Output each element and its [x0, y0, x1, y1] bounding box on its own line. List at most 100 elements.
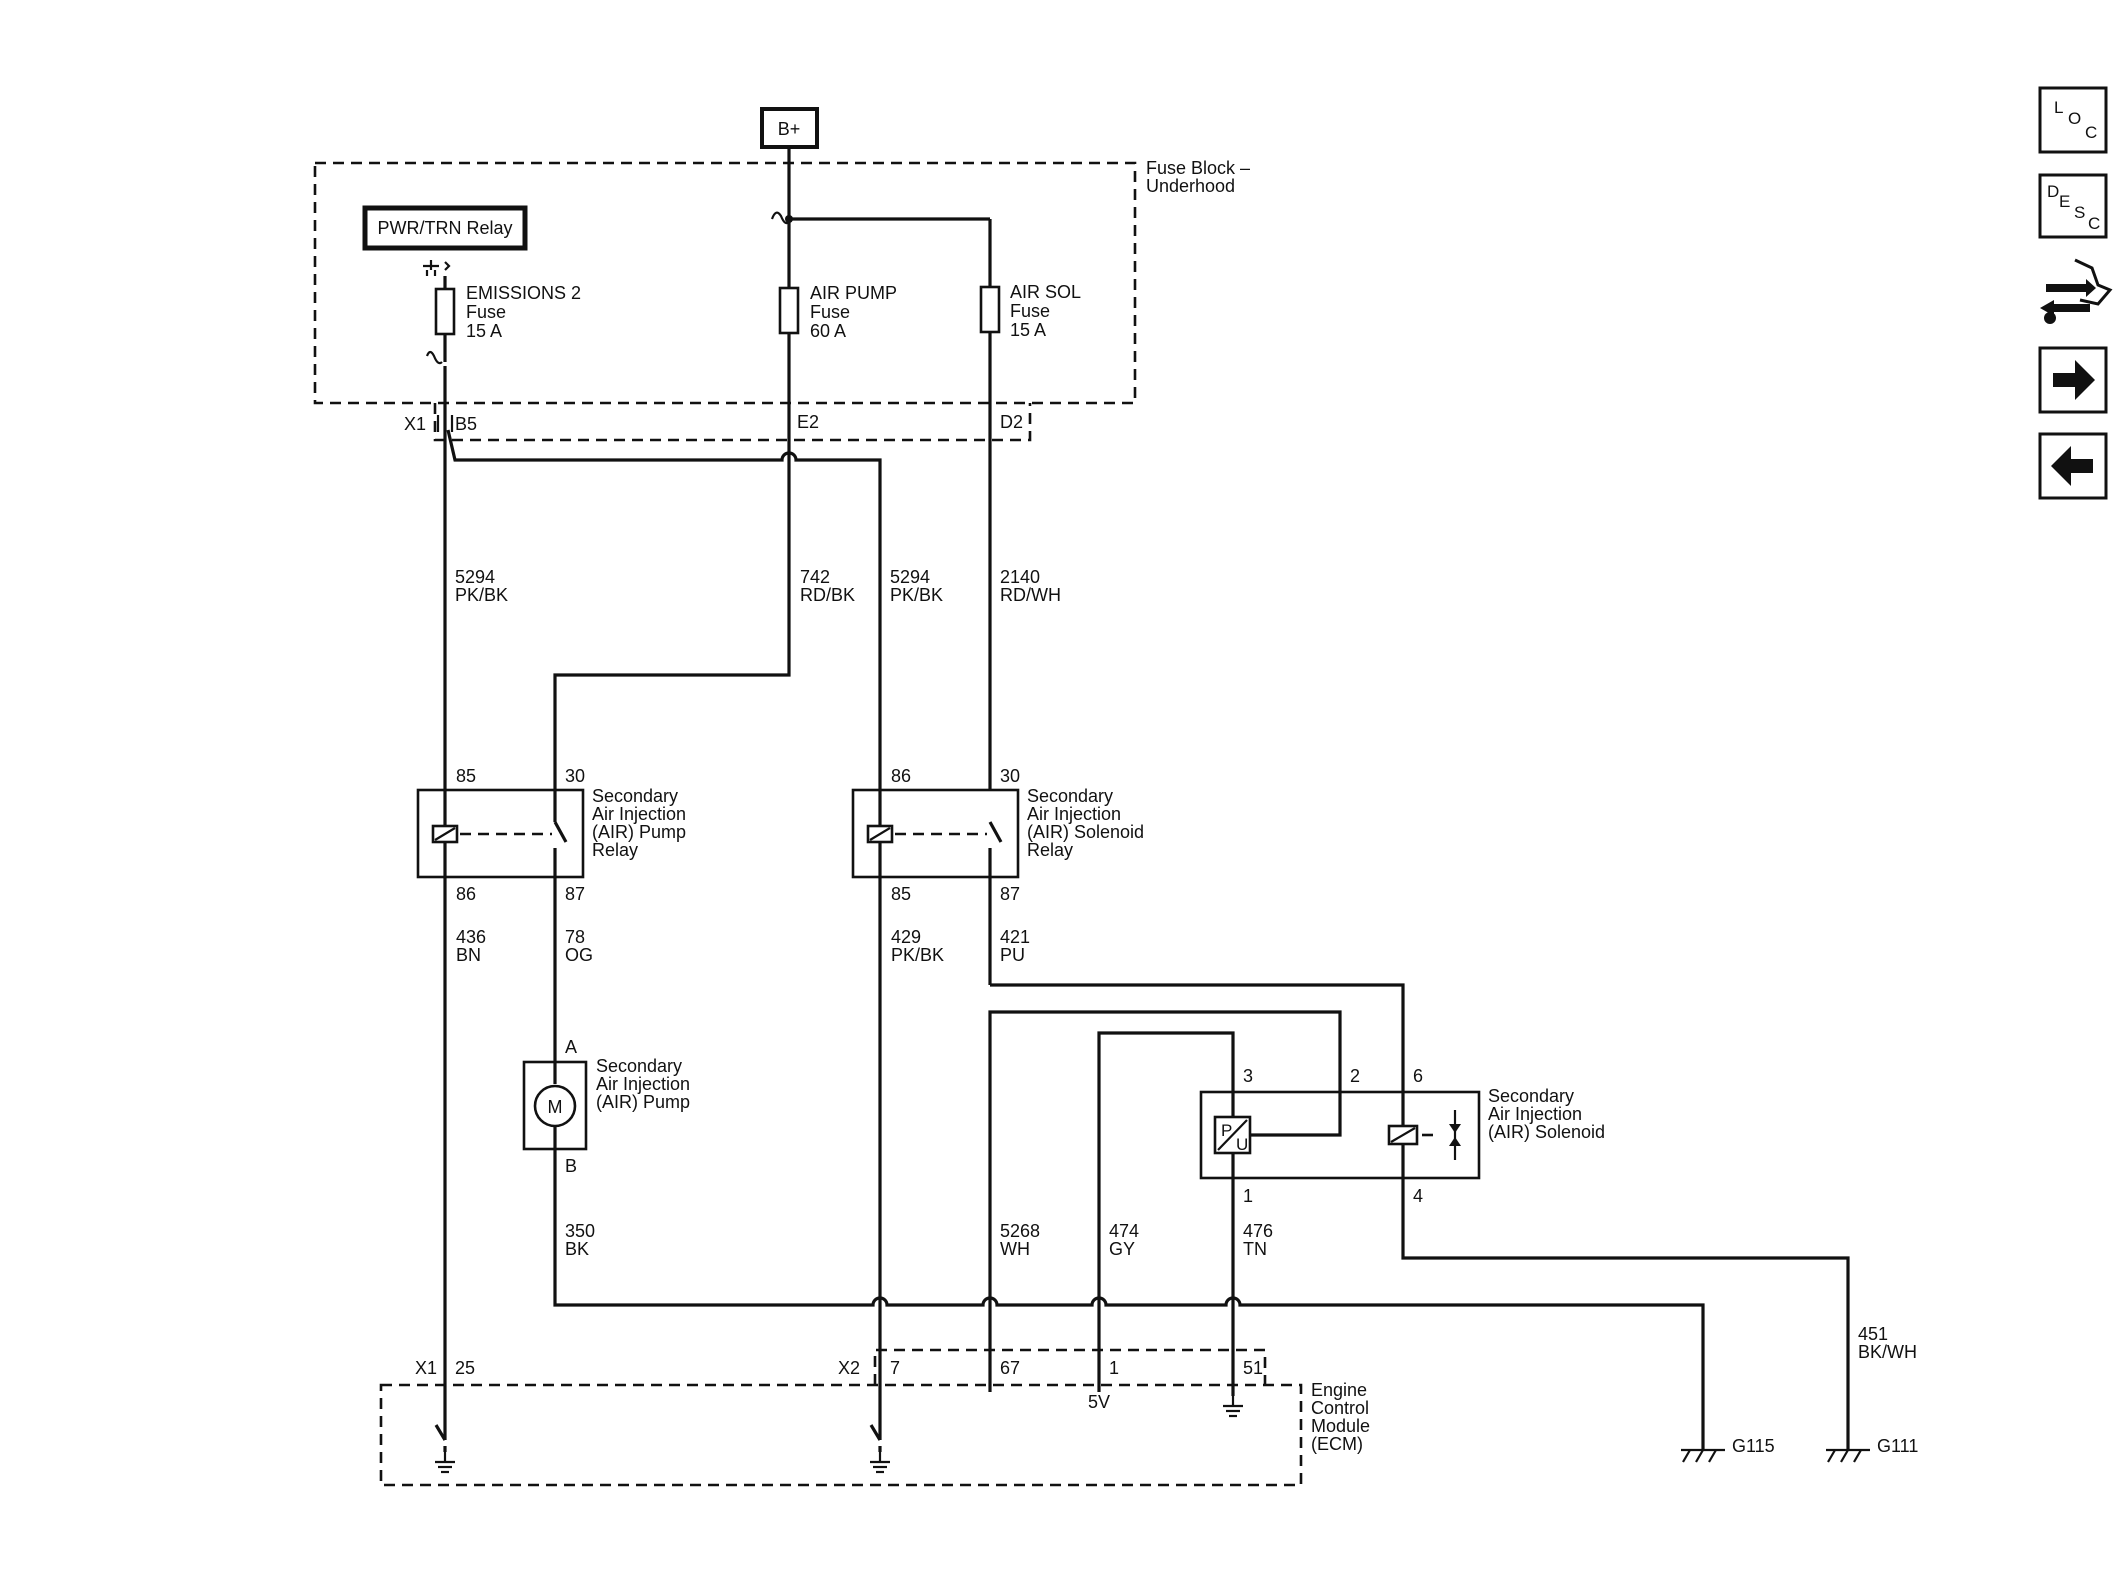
- wire-474: [1097, 1031, 1235, 1392]
- solenoid-relay-pin-87: 87: [1000, 884, 1020, 904]
- pump-relay-label-1: Secondary: [592, 786, 678, 806]
- arrow-left-icon: [2051, 446, 2093, 486]
- ground-icon: [433, 1450, 457, 1474]
- previous-page-button[interactable]: [2038, 432, 2108, 500]
- fuse-block-pin-d2: D2: [1000, 412, 1023, 432]
- air-pump-label-2: Air Injection: [596, 1074, 690, 1094]
- wire-5294-branch: [446, 429, 882, 1440]
- wire-350-number: 350: [565, 1221, 595, 1241]
- solenoid-relay-label-4: Relay: [1027, 840, 1073, 860]
- loc-letter-o: O: [2068, 109, 2081, 128]
- next-page-button[interactable]: [2038, 346, 2108, 414]
- wire-742: [553, 458, 791, 790]
- fuse-air-pump-name: AIR PUMP: [810, 283, 897, 303]
- fuse-air-sol-type: Fuse: [1010, 301, 1050, 321]
- solenoid-relay-switch-icon: [988, 821, 1003, 843]
- fuse-emissions2-rating: 15 A: [466, 321, 502, 341]
- wire-451: [1401, 1178, 1850, 1450]
- fuse-air-pump-rating: 60 A: [810, 321, 846, 341]
- desc-letter-e: E: [2059, 192, 2070, 211]
- loc-letter-c: C: [2085, 123, 2097, 142]
- fuse-block-x1-name: X1: [404, 414, 426, 434]
- wire-5268-color: WH: [1000, 1239, 1030, 1259]
- fuse-block-x1-connector: [433, 403, 1032, 442]
- fuse-emissions2-body: [434, 287, 456, 336]
- wire-451-number: 451: [1858, 1324, 1888, 1344]
- wire-5294a-number: 5294: [455, 567, 495, 587]
- ecm-outline: [379, 1383, 1303, 1487]
- solenoid-relay-pin-30: 30: [1000, 766, 1020, 786]
- wire-429-number: 429: [891, 927, 921, 947]
- battery-terminal-label: B+: [778, 119, 801, 139]
- solenoid-relay-label-1: Secondary: [1027, 786, 1113, 806]
- fuse-air-sol-body: [979, 285, 1001, 334]
- solenoid-relay-pin-85: 85: [891, 884, 911, 904]
- desc-letter-s: S: [2074, 203, 2085, 222]
- wire-5268: [988, 1010, 1342, 1392]
- wire-5294b-color: PK/BK: [890, 585, 943, 605]
- wire-451-color: BK/WH: [1858, 1342, 1917, 1362]
- motor-symbol: M: [548, 1097, 563, 1117]
- ecm-x1-name: X1: [415, 1358, 437, 1378]
- description-button[interactable]: D E S C: [2038, 173, 2108, 239]
- in-line-connector-symbol: [425, 350, 443, 365]
- wire-429-color: PK/BK: [891, 945, 944, 965]
- wire-476-number: 476: [1243, 1221, 1273, 1241]
- pump-relay-label-2: Air Injection: [592, 804, 686, 824]
- solenoid-relay-pin-86: 86: [891, 766, 911, 786]
- relay-output-symbol: [423, 260, 439, 276]
- pump-relay-pin-85: 85: [456, 766, 476, 786]
- chassis-ground-g111-icon: [1826, 1448, 1870, 1463]
- fuse-emissions2-type: Fuse: [466, 302, 506, 322]
- chassis-ground-g115-icon: [1681, 1448, 1725, 1463]
- ecm-x1-pin-25: 25: [455, 1358, 475, 1378]
- wire-5294a-color: PK/BK: [455, 585, 508, 605]
- air-pump-pin-b: B: [565, 1156, 577, 1176]
- ground-icon: [1221, 1394, 1245, 1418]
- fuse-block-outline: [313, 161, 1137, 405]
- ecm-x2-pin-67: 67: [1000, 1358, 1020, 1378]
- fuse-air-pump-type: Fuse: [810, 302, 850, 322]
- fuse-emissions2-name: EMISSIONS 2: [466, 283, 581, 303]
- ground-g111-label: G111: [1877, 1436, 1918, 1456]
- solenoid-pin-1: 1: [1243, 1186, 1253, 1206]
- ecm-label-4: (ECM): [1311, 1434, 1363, 1454]
- pump-relay-label-4: Relay: [592, 840, 638, 860]
- pump-relay-pin-87: 87: [565, 884, 585, 904]
- pump-relay-switch-icon: [553, 821, 568, 843]
- wire-742-number: 742: [800, 567, 830, 587]
- fuse-block-title-2: Underhood: [1146, 176, 1235, 196]
- wire-2140-number: 2140: [1000, 567, 1040, 587]
- connector-tool-icon: [2040, 258, 2113, 324]
- wire-474-color: GY: [1109, 1239, 1135, 1259]
- pump-relay-pin-30: 30: [565, 766, 585, 786]
- air-pump-label-3: (AIR) Pump: [596, 1092, 690, 1112]
- desc-letter-d: D: [2047, 182, 2059, 201]
- sensor-u-label: U: [1236, 1135, 1248, 1154]
- wire-474-number: 474: [1109, 1221, 1139, 1241]
- wire-350-color: BK: [565, 1239, 589, 1259]
- air-pump-label-1: Secondary: [596, 1056, 682, 1076]
- desc-letter-c: C: [2088, 214, 2100, 233]
- fuse-block-pin-e2: E2: [797, 412, 819, 432]
- air-solenoid-label-3: (AIR) Solenoid: [1488, 1122, 1605, 1142]
- wire-421: [990, 983, 1405, 1092]
- wire-350: [553, 1149, 1705, 1450]
- ecm-driver-switch-icon: [434, 1424, 447, 1441]
- ecm-driver-switch-icon: [869, 1424, 882, 1441]
- location-button[interactable]: L O C: [2038, 86, 2108, 154]
- solenoid-pin-2: 2: [1350, 1066, 1360, 1086]
- connector-tool-button[interactable]: [2040, 258, 2113, 324]
- arrow-right-icon: [2053, 360, 2095, 400]
- solenoid-pin-4: 4: [1413, 1186, 1423, 1206]
- air-pump-pin-a: A: [565, 1037, 577, 1057]
- wire-742-color: RD/BK: [800, 585, 855, 605]
- pump-relay-pin-86: 86: [456, 884, 476, 904]
- air-solenoid-label-2: Air Injection: [1488, 1104, 1582, 1124]
- wire-5268-number: 5268: [1000, 1221, 1040, 1241]
- wire-421-color: PU: [1000, 945, 1025, 965]
- wire-5294b-number: 5294: [890, 567, 930, 587]
- ecm-x2-name: X2: [838, 1358, 860, 1378]
- wire-436-color: BN: [456, 945, 481, 965]
- wire-476-color: TN: [1243, 1239, 1267, 1259]
